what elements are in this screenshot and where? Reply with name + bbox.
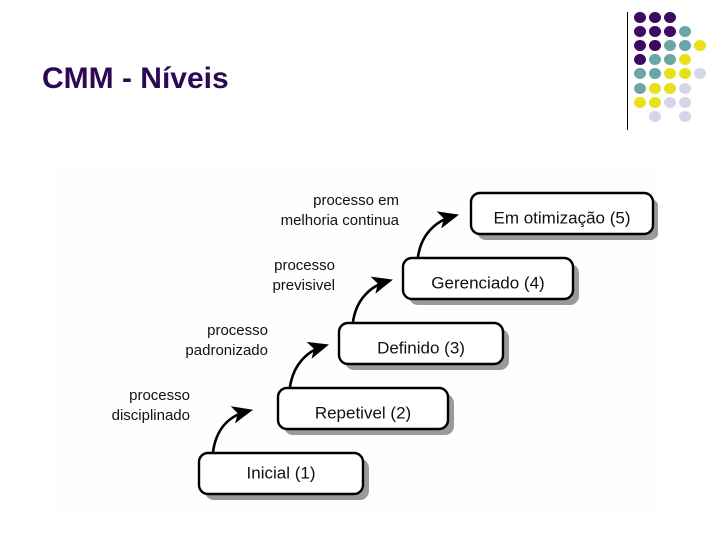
cmm-levels-diagram: Em otimização (5) Gerenciado (4) Definid… (52, 168, 658, 518)
transition-arrow-4 (416, 211, 460, 258)
logo-dot (634, 82, 646, 94)
logo-dot (679, 26, 691, 38)
logo-divider-rule (627, 12, 628, 130)
logo-dot (649, 68, 661, 80)
logo-dot (634, 68, 646, 80)
logo-dot (694, 68, 706, 80)
transition-label-3-line1: processo (274, 257, 335, 274)
logo-dot (634, 12, 646, 23)
logo-dot (679, 82, 691, 94)
logo-dot (649, 110, 661, 122)
decorative-dot-matrix-icon (634, 12, 720, 122)
page-title: CMM - Níveis (42, 62, 229, 95)
logo-dot (649, 54, 661, 66)
level-box-3[interactable]: Definido (3) (337, 321, 509, 370)
transition-label-4-line1: processo em (313, 192, 399, 209)
transition-arrow-1 (211, 406, 254, 453)
transition-label-1-line2: disciplinado (112, 407, 190, 424)
logo-dot (679, 110, 691, 122)
transition-label-2: processo padronizado (185, 322, 268, 359)
level-box-2[interactable]: Repetivel (2) (276, 386, 454, 435)
transition-label-1: processo disciplinado (112, 387, 190, 424)
transition-label-1-line1: processo (129, 387, 190, 404)
logo-dot (634, 40, 646, 52)
logo-dot (664, 40, 676, 52)
logo-dot (664, 96, 676, 108)
level-box-3-label: Definido (3) (377, 338, 465, 357)
logo-dot (679, 96, 691, 108)
logo-dot (664, 68, 676, 80)
logo-dot (664, 54, 676, 66)
transition-label-2-line2: padronizado (185, 342, 268, 359)
transition-label-3-line2: previsivel (272, 277, 335, 294)
logo-dot (664, 12, 676, 23)
transition-label-3: processo previsivel (272, 257, 335, 294)
level-box-1[interactable]: Inicial (1) (197, 451, 369, 500)
logo-dot (679, 40, 691, 52)
logo-dot (694, 40, 706, 52)
level-box-4-label: Gerenciado (4) (431, 273, 544, 292)
logo-dot (649, 12, 661, 23)
transition-arrow-3 (351, 276, 394, 323)
logo-dot (679, 68, 691, 80)
level-box-5-label: Em otimização (5) (494, 208, 631, 227)
logo-dot (649, 96, 661, 108)
level-box-5[interactable]: Em otimização (5) (469, 191, 658, 240)
logo-dot (634, 26, 646, 38)
transition-label-4: processo em melhoria continua (281, 192, 400, 229)
transition-arrow-2 (288, 341, 329, 388)
level-box-2-label: Repetivel (2) (315, 403, 411, 422)
logo-dot (649, 82, 661, 94)
logo-dot (664, 26, 676, 38)
level-box-4[interactable]: Gerenciado (4) (401, 256, 579, 305)
logo-dot (634, 54, 646, 66)
level-box-1-label: Inicial (1) (247, 463, 316, 482)
logo-dot (649, 26, 661, 38)
logo-dot (679, 54, 691, 66)
transition-label-2-line1: processo (207, 322, 268, 339)
logo-dot (634, 96, 646, 108)
logo-dot (649, 40, 661, 52)
logo-dot (664, 82, 676, 94)
transition-label-4-line2: melhoria continua (281, 212, 400, 229)
